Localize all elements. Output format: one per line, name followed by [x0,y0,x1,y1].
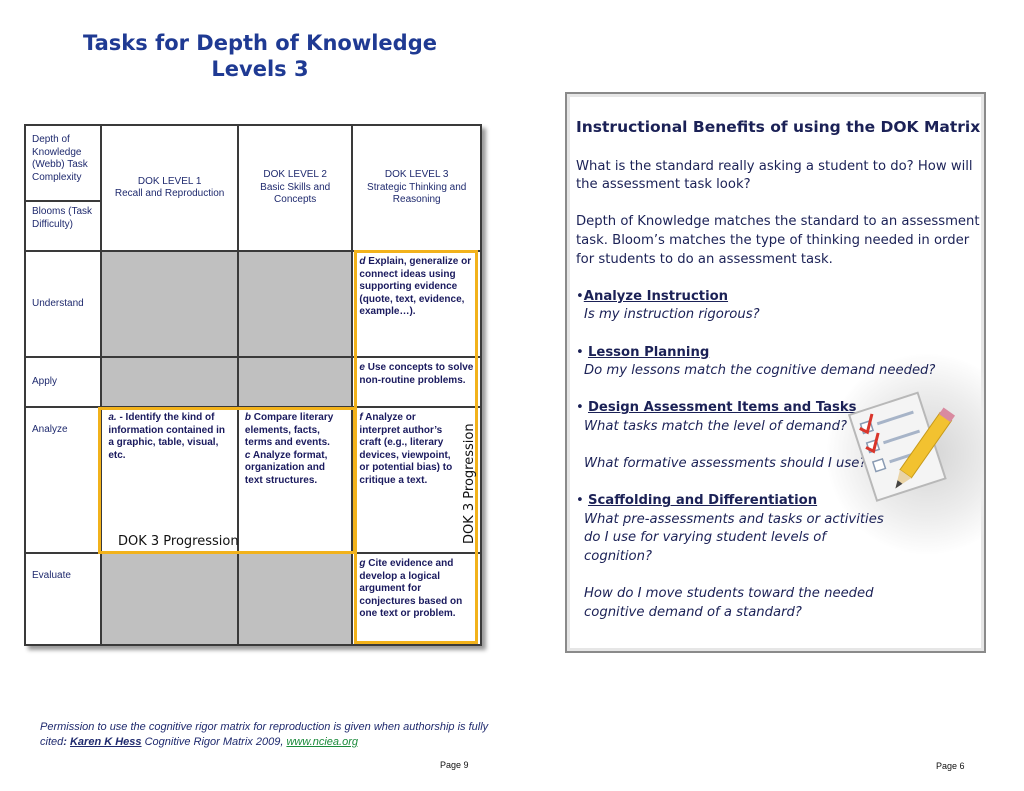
task-letter: b [244,412,252,423]
cell-apply-l3: e Use concepts to solve non-routine prob… [351,356,482,408]
task-text: Explain, generalize or connect ideas usi… [359,256,472,317]
cell-evaluate-l2 [236,552,354,646]
page-title-line1: Tasks for Depth of Knowledge [83,31,437,55]
task-letter: f [359,412,363,423]
permission-note: Permission to use the cognitive rigor ma… [40,720,510,749]
page-title-line2: Levels 3 [211,57,309,81]
task-text: Analyze or interpret author’s craft (e.g… [359,412,453,486]
dok3-progression-label-horizontal: DOK 3 Progression [118,534,239,549]
cell-apply-l1 [100,356,239,408]
header-dok-level-2-sub: Basic Skills and Concepts [260,181,331,206]
cell-analyze-l1: a. - Identify the kind of information co… [100,406,239,554]
bullet-heading: Design Assessment Items and Tasks [587,400,857,416]
row-label-evaluate: Evaluate [23,552,103,646]
cell-evaluate-l3: g Cite evidence and develop a logical ar… [351,552,482,646]
panel-title: Instructional Benefits of using the DOK … [576,118,981,136]
bullet-question: Is my instruction rigorous? [584,307,760,323]
header-dok-level-1-sub: Recall and Reproduction [114,188,225,199]
dok3-progression-label-vertical: DOK 3 Progression [462,423,477,544]
task-letter: d [359,256,366,267]
permission-source: Cognitive Rigor Matrix 2009, [141,735,287,748]
bullet-heading: Scaffolding and Differentiation [587,493,818,509]
task-letter: e [359,362,365,373]
cell-analyze-l2: b Compare literary elements, facts, term… [236,406,354,554]
bullet-heading: Analyze Instruction [583,288,729,304]
cell-analyze-l3: f Analyze or interpret author’s craft (e… [351,406,482,554]
bullet-question: Do my lessons match the cognitive demand… [584,363,936,379]
bullet-heading: Lesson Planning [587,344,710,360]
panel-content: Instructional Benefits of using the DOK … [576,118,981,641]
row-label-apply: Apply [23,356,103,408]
bullet-question: How do I move students toward the needed… [584,586,874,620]
header-dok-level-1-title: DOK LEVEL 1 [137,175,202,187]
task-text: Analyze format, organization and text st… [244,449,328,486]
panel-paragraph: Depth of Knowledge matches the standard … [576,214,980,267]
permission-text: Permission to use the cognitive rigor ma… [40,721,489,748]
task-text: Compare literary elements, facts, terms … [244,412,334,448]
panel-intro: What is the standard really asking a stu… [576,158,973,193]
cell-apply-l2 [236,356,354,408]
page-number-left: Page 9 [440,760,469,770]
bullet-question: What formative assessments should I use? [584,456,867,472]
nciea-link[interactable]: www.nciea.org [286,735,358,748]
cell-understand-l3: d Explain, generalize or connect ideas u… [351,250,482,358]
header-dok-level-3-title: DOK LEVEL 3 [384,169,449,181]
task-letter: c [244,449,251,461]
page-number-right: Page 6 [936,761,965,771]
task-text: Use concepts to solve non-routine proble… [359,362,474,386]
row-label-analyze: Analyze [23,406,103,554]
corner-blooms-label: Blooms (Task Difficulty) [23,200,103,252]
task-text: Cite evidence and develop a logical argu… [359,558,463,619]
task-letter: a. [108,412,117,423]
author-name: Karen K Hess [69,735,142,748]
task-text: - Identify the kind of information conta… [108,412,225,461]
header-dok-level-3-sub: Strategic Thinking and Reasoning [367,181,467,206]
bullet-question: What tasks match the level of demand? [584,418,847,434]
page-title: Tasks for Depth of Knowledge Levels 3 [60,30,460,82]
cell-understand-l1 [100,250,239,358]
bullet-question: What pre-assessments and tasks or activi… [584,511,884,565]
instructional-benefits-panel: Instructional Benefits of using the DOK … [565,92,986,653]
cell-understand-l2 [236,250,354,358]
dok-matrix-table: Depth of Knowledge (Webb) Task Complexit… [23,124,482,646]
task-letter: g [359,558,366,569]
row-label-understand: Understand [23,250,103,358]
permission-colon: : [63,735,70,748]
corner-dok-label: Depth of Knowledge (Webb) Task Complexit… [23,124,103,202]
header-dok-level-2-title: DOK LEVEL 2 [263,169,327,181]
cell-evaluate-l1 [100,552,239,646]
